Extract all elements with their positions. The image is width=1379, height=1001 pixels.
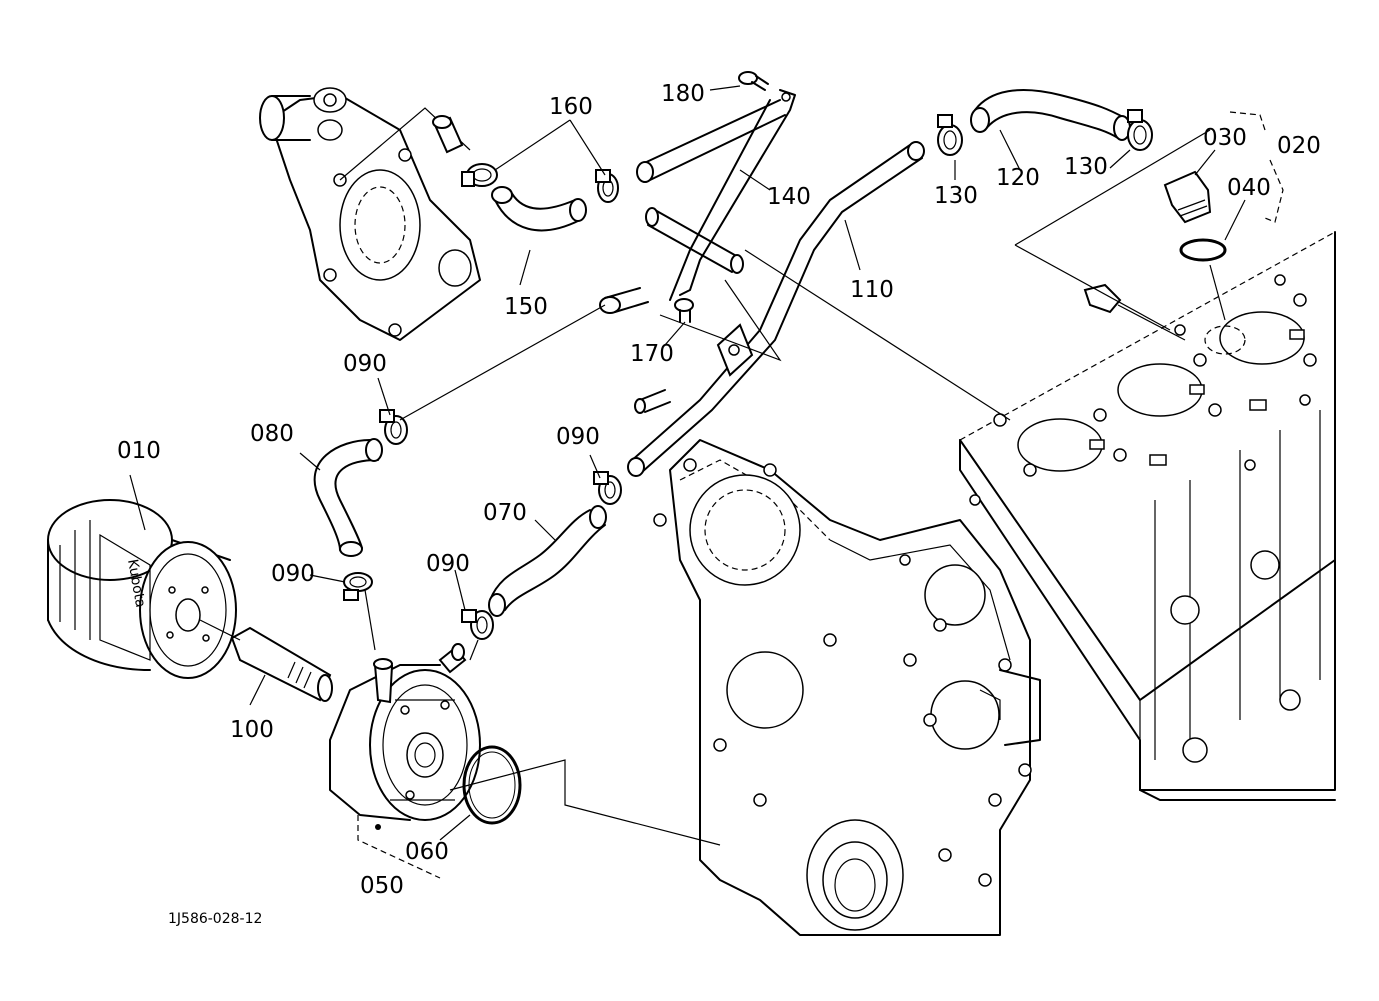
hose-120	[970, 89, 1131, 141]
label-090-b: 090	[556, 424, 600, 450]
tube-end	[599, 287, 649, 314]
hose-070	[488, 505, 607, 617]
engine-block	[653, 231, 1336, 936]
part-labels: 010 020 030 040 050 060 070 080 090 090 …	[117, 81, 1321, 899]
filler-cap-030	[1163, 170, 1212, 224]
union-bolt-100	[230, 626, 333, 702]
pipe-140	[636, 89, 796, 301]
clamp-090-a	[379, 409, 408, 445]
label-170: 170	[630, 341, 674, 367]
oil-filter-010: Kubota	[47, 499, 237, 679]
label-070: 070	[483, 500, 527, 526]
hose-080	[313, 438, 383, 557]
oil-cooler-050	[329, 643, 481, 830]
label-130-b: 130	[1064, 154, 1108, 180]
leader-lines	[129, 85, 1284, 879]
label-140: 140	[767, 184, 811, 210]
label-120: 120	[996, 165, 1040, 191]
clamp-090-b	[593, 471, 622, 505]
bolt-170	[674, 298, 694, 323]
label-050: 050	[360, 873, 404, 899]
label-040: 040	[1227, 175, 1271, 201]
thermostat-housing	[259, 87, 481, 341]
clamp-160-right	[595, 169, 619, 203]
label-090-d: 090	[426, 551, 470, 577]
label-020: 020	[1277, 133, 1321, 159]
label-150: 150	[504, 294, 548, 320]
label-160: 160	[549, 94, 593, 120]
pipe-110	[627, 141, 925, 477]
label-110: 110	[850, 277, 894, 303]
label-080: 080	[250, 421, 294, 447]
label-100: 100	[230, 717, 274, 743]
clamp-130-right	[1127, 109, 1153, 151]
fitting	[1083, 283, 1122, 314]
label-030: 030	[1203, 125, 1247, 151]
clamp-130-left	[937, 114, 963, 156]
clamp-160-left	[461, 163, 498, 187]
label-060: 060	[405, 839, 449, 865]
clamp-090-c	[343, 572, 373, 601]
hose-150	[491, 186, 587, 232]
label-010: 010	[117, 438, 161, 464]
o-ring-040	[1179, 238, 1227, 262]
label-180: 180	[661, 81, 705, 107]
label-090-c: 090	[271, 561, 315, 587]
label-090-a: 090	[343, 351, 387, 377]
thermostat-plug	[432, 115, 464, 154]
clamp-090-d	[461, 609, 494, 640]
label-130-a: 130	[934, 183, 978, 209]
drawing-id: 1J586-028-12	[168, 911, 262, 927]
bolt-180	[738, 71, 769, 91]
